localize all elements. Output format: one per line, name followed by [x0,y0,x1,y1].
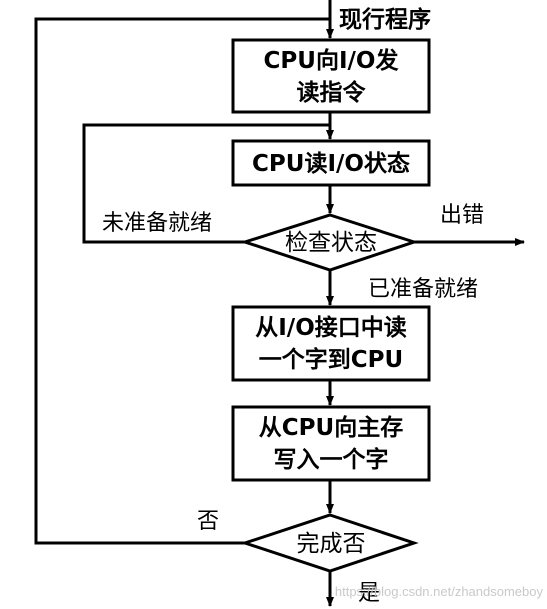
label-done-check: 完成否 [297,531,366,557]
label-write-mem-2: 写入一个字 [274,446,389,473]
box-write-mem [231,405,431,482]
edge-no: 否 [197,509,219,534]
edge-yes: 是 [358,581,380,606]
boxes [231,38,431,573]
diamond-check-status [240,213,419,272]
box-read-word [231,305,431,382]
label-start: 现行程序 [339,6,431,33]
watermark: https://blog.csdn.net/zhandsomeboy [335,584,544,599]
label-send-cmd-1: CPU向I/O发 [264,47,399,74]
edge-not-ready: 未准备就绪 [102,211,212,236]
label-read-word-1: 从I/O接口中读 [255,315,407,341]
box-read-status [231,139,431,187]
edge-ready: 已准备就绪 [368,277,478,302]
box-send-cmd [231,38,431,114]
diamond-done [240,513,419,573]
edge-error: 出错 [440,203,484,228]
label-read-status: CPU读I/O状态 [252,150,410,177]
label-write-mem-1: 从CPU向主存 [259,414,403,441]
loop-not-ready [82,123,330,244]
label-read-word-2: 一个字到CPU [259,346,403,373]
label-send-cmd-2: 读指令 [297,79,367,106]
loop-no [34,17,330,545]
connectors [34,0,525,607]
label-check-status: 检查状态 [285,230,377,256]
